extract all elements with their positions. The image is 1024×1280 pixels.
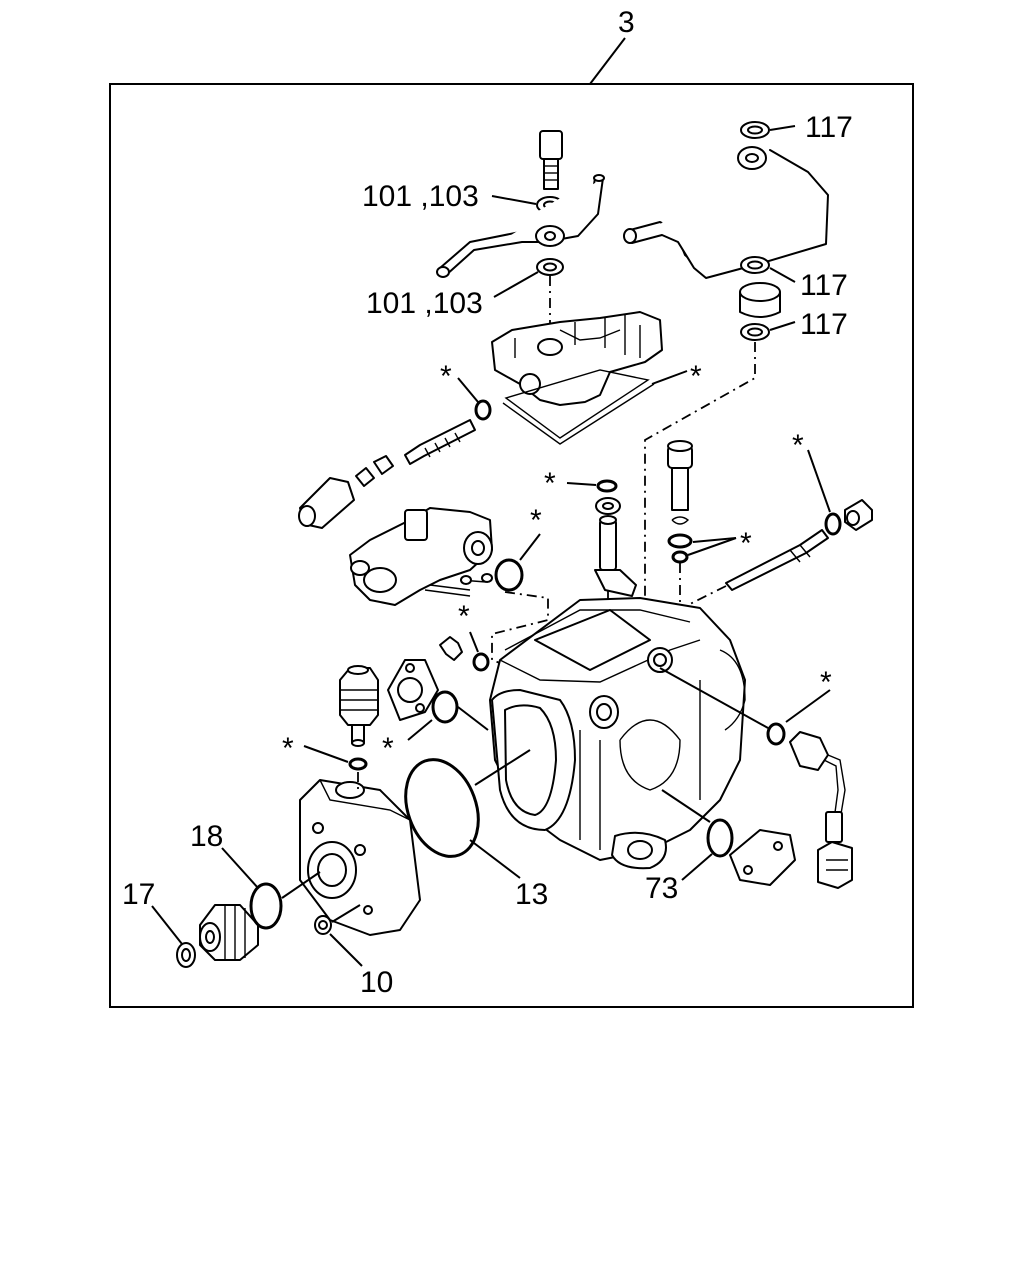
asterisk-gasket: * (651, 360, 702, 393)
oring-18 (249, 871, 321, 930)
callout-13: 13 (515, 878, 548, 911)
plug-10 (314, 904, 361, 935)
callout-101-103-bottom: 101 ,103 (366, 287, 483, 320)
axis-line-lever (491, 591, 549, 666)
svg-text:*: * (792, 429, 804, 462)
svg-text:*: * (690, 360, 702, 393)
assembly-frame (109, 83, 914, 1008)
leader-73-housing (661, 789, 711, 823)
governor-lever-assembly (349, 507, 493, 606)
cover-gasket (502, 369, 655, 445)
svg-text:*: * (544, 467, 556, 500)
leader-17 (151, 905, 183, 945)
svg-text:*: * (282, 732, 294, 765)
callout-117-b: 117 (800, 269, 848, 302)
asterisk-screw-oring: * (458, 600, 490, 672)
regulating-valve (199, 904, 259, 961)
asterisk-flange-oring: * (382, 690, 489, 765)
asterisk-shaft-oring: * (544, 467, 618, 500)
callout-101-103-top: 101 ,103 (362, 180, 479, 213)
asterisk-lever-oring: * (494, 504, 542, 592)
callout-10: 10 (360, 966, 393, 999)
fuel-cut-solenoid (339, 665, 379, 747)
overflow-pipe (623, 146, 829, 279)
asterisk-sensor-oring: * (659, 666, 832, 746)
callout-117-a: 117 (805, 111, 853, 144)
oring-73 (706, 818, 734, 858)
callout-73: 73 (645, 872, 678, 905)
leader-117-c (769, 321, 796, 331)
leader-18 (221, 847, 259, 889)
callout-18: 18 (190, 820, 223, 853)
sensor-plunger (667, 440, 693, 511)
feed-pump-cover (299, 779, 421, 936)
shaft-washer (595, 497, 621, 515)
callout-17: 17 (122, 878, 155, 911)
leader-73 (681, 853, 713, 881)
adjust-screw (404, 419, 476, 465)
leader-117-a (769, 125, 796, 131)
axis-line-overflow (644, 342, 756, 600)
cover-plate (729, 829, 796, 886)
axis-line-rod (689, 585, 727, 605)
long-rod (725, 529, 829, 591)
leader-117-b (769, 267, 796, 283)
asterisk-solenoid-oring: * (282, 732, 368, 771)
return-fitting-bolt (539, 130, 563, 190)
svg-text:*: * (740, 527, 752, 560)
asterisk-cover-oring: * (440, 360, 492, 421)
small-screw (439, 636, 463, 661)
washer-bottom-101 (536, 258, 564, 276)
mounting-flange (387, 659, 439, 721)
spacer-block (739, 282, 781, 318)
svg-text:*: * (440, 360, 452, 393)
plunger-clip (671, 516, 690, 525)
washer-117-a (740, 121, 770, 139)
position-sensor (789, 731, 853, 889)
sleeve-part (298, 477, 355, 529)
callout-117-c: 117 (800, 308, 848, 341)
governor-cover (491, 311, 663, 406)
asterisk-plunger-orings: * (667, 527, 752, 564)
pump-housing (489, 597, 746, 870)
leader-101-103-top (491, 195, 537, 205)
svg-text:*: * (458, 600, 470, 633)
lever-shaft (594, 515, 637, 597)
return-pipe (436, 174, 605, 278)
svg-text:*: * (530, 504, 542, 537)
callout-3: 3 (618, 6, 635, 39)
washer-117-c (740, 323, 770, 341)
washer-17 (176, 942, 196, 968)
rod-bushing (844, 499, 873, 531)
leader-101-103-bottom (493, 271, 539, 298)
lock-nut-left (355, 455, 394, 487)
asterisk-rod-oring: * (792, 429, 842, 536)
leader-3 (589, 37, 626, 85)
washer-117-b (740, 256, 770, 274)
svg-text:*: * (382, 732, 394, 765)
leader-10 (329, 933, 363, 967)
